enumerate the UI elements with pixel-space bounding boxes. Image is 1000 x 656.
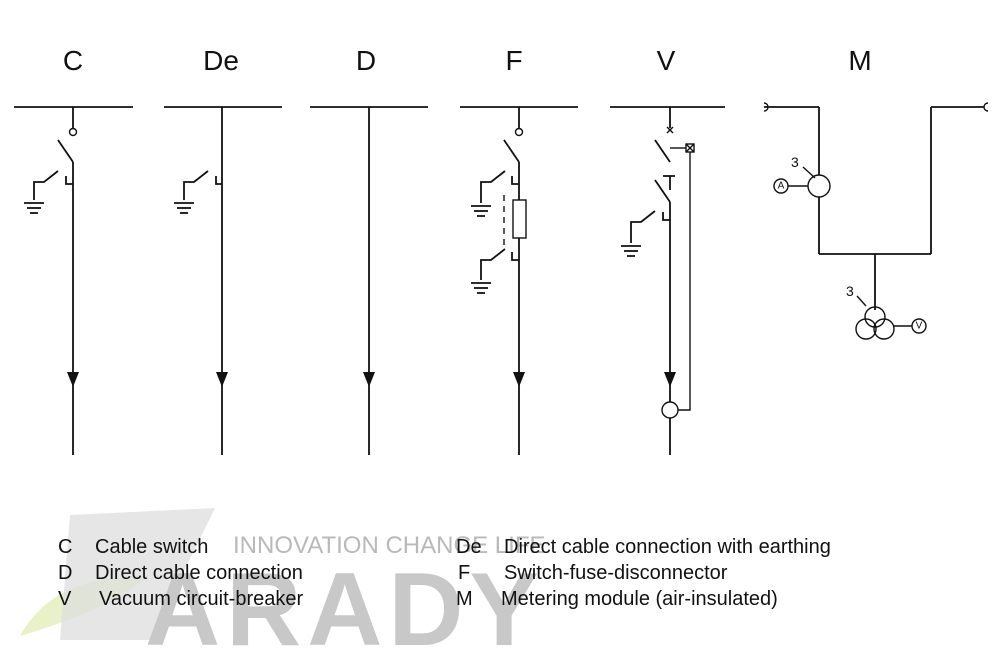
vt-winding-left bbox=[855, 318, 877, 340]
voltmeter-label: V bbox=[916, 321, 923, 332]
voltage-transformer-icon bbox=[864, 306, 886, 328]
cable-arrow-icon bbox=[363, 372, 375, 387]
column-title-c: C bbox=[63, 45, 83, 76]
switch-fuse-symbol bbox=[460, 106, 578, 455]
earth-contact bbox=[511, 176, 519, 185]
vt-winding-right bbox=[873, 318, 895, 340]
direct-cable-symbol bbox=[310, 106, 428, 455]
metering-module-symbol: A 3 V 3 bbox=[763, 102, 989, 340]
earth-contact bbox=[511, 252, 519, 261]
column-title-v: V bbox=[657, 45, 676, 76]
legend-code: D bbox=[58, 562, 72, 584]
legend-code: De bbox=[456, 536, 482, 558]
column-title-de: De bbox=[203, 45, 239, 76]
current-transformer-icon bbox=[661, 401, 679, 419]
watermark: ARADY INNOVATION CHANGE LIFE bbox=[20, 508, 545, 656]
legend: C Cable switch D Direct cable connection… bbox=[58, 536, 831, 610]
legend-code: V bbox=[58, 588, 72, 610]
earth-switch-blade bbox=[480, 248, 506, 280]
column-title-f: F bbox=[505, 45, 522, 76]
trip-circuit bbox=[678, 152, 691, 411]
legend-text: Vacuum circuit-breaker bbox=[99, 588, 303, 610]
breaker-cross-stroke bbox=[666, 126, 674, 134]
disconnector-contact-icon bbox=[514, 127, 524, 137]
cable-arrow-icon bbox=[664, 372, 676, 387]
legend-text: Switch-fuse-disconnector bbox=[504, 562, 728, 584]
ct-count-label: 3 bbox=[791, 154, 799, 170]
earth-contact bbox=[65, 176, 73, 185]
column-title-d: D bbox=[356, 45, 376, 76]
breaker-blade bbox=[654, 139, 671, 163]
disconnector-blade bbox=[654, 179, 671, 203]
legend-text: Direct cable connection with earthing bbox=[504, 536, 831, 558]
cable-arrow-icon bbox=[513, 372, 525, 387]
direct-cable-earthing-symbol bbox=[164, 106, 282, 455]
legend-text: Metering module (air-insulated) bbox=[501, 588, 778, 610]
legend-text: Cable switch bbox=[95, 536, 208, 558]
cable-arrow-icon bbox=[67, 372, 79, 387]
legend-code: M bbox=[456, 588, 473, 610]
earth-switch-blade bbox=[183, 170, 209, 200]
earth-contact bbox=[662, 212, 670, 221]
watermark-slogan: INNOVATION CHANGE LIFE bbox=[233, 532, 545, 559]
earth-switch-blade bbox=[33, 170, 59, 200]
current-transformer-icon bbox=[807, 174, 831, 198]
switch-blade bbox=[57, 139, 74, 163]
voltmeter-icon bbox=[911, 318, 927, 334]
column-title-m: M bbox=[848, 45, 871, 76]
vt-count-label: 3 bbox=[846, 283, 854, 299]
brand-logo-shape bbox=[60, 508, 215, 640]
fuse-icon bbox=[512, 199, 527, 239]
cable-arrow-icon bbox=[216, 372, 228, 387]
ammeter-label: A bbox=[778, 181, 785, 192]
legend-code: F bbox=[458, 562, 470, 584]
earth-contact bbox=[215, 176, 222, 185]
cable-switch-symbol bbox=[14, 106, 133, 455]
watermark-brand: ARADY bbox=[145, 552, 545, 656]
earth-switch-blade bbox=[630, 210, 656, 243]
disconnector-contact-icon bbox=[68, 127, 78, 137]
earth-switch-blade bbox=[480, 170, 506, 203]
ct-count-pointer bbox=[802, 166, 816, 179]
vt-count-pointer bbox=[856, 295, 867, 307]
trip-coil-icon bbox=[685, 143, 695, 153]
legend-code: C bbox=[58, 536, 72, 558]
trip-coil-cross-b bbox=[685, 143, 695, 153]
vacuum-breaker-symbol bbox=[610, 106, 725, 455]
switch-blade bbox=[503, 139, 520, 163]
terminal-icon bbox=[983, 102, 989, 112]
ammeter-icon bbox=[773, 178, 789, 194]
legend-text: Direct cable connection bbox=[95, 562, 303, 584]
